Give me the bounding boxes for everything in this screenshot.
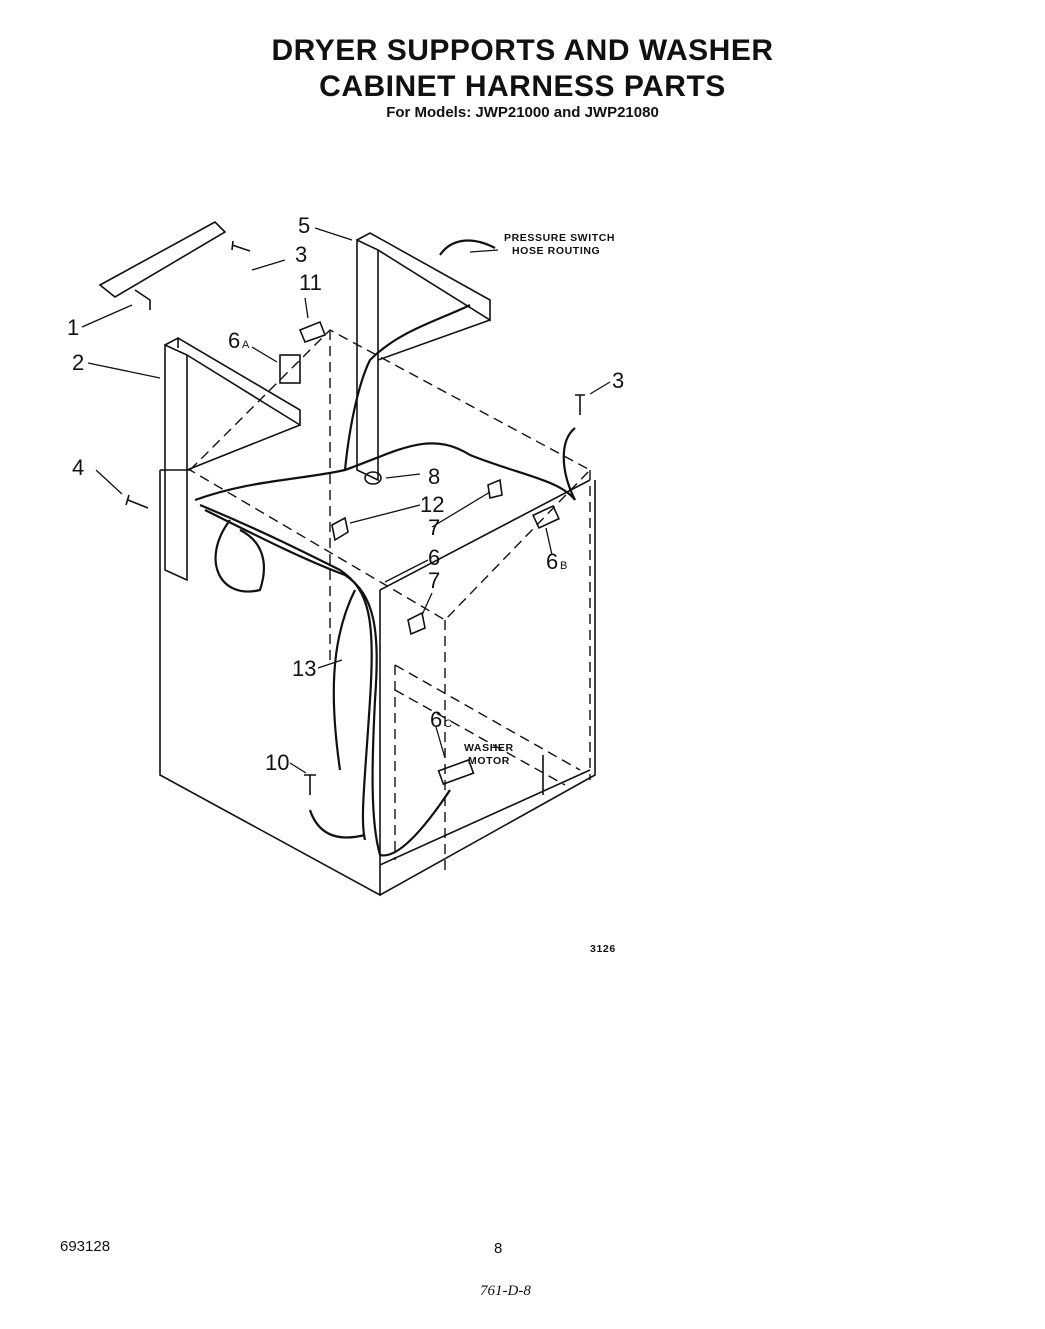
connector-6c-washer-motor xyxy=(437,758,475,786)
clip-8 xyxy=(364,471,382,485)
handwritten-note: 761-D-8 xyxy=(480,1283,531,1299)
callout-3-right: 3 xyxy=(612,368,624,393)
callout-numbers: 1 2 3 3 4 5 6 6 A 6 B 6 C 7 7 8 10 11 12… xyxy=(67,213,624,775)
clip-11 xyxy=(298,320,327,344)
callout-6b-suffix: B xyxy=(560,560,567,572)
note-pressure-switch-line1: PRESSURE SWITCH xyxy=(504,232,615,244)
connector-6b xyxy=(532,504,560,530)
document-number: 693128 xyxy=(60,1238,111,1255)
clip-7-upper xyxy=(487,478,503,499)
callout-6c: 6 xyxy=(430,707,442,732)
bracket-part-1 xyxy=(98,221,227,310)
callout-6: 6 xyxy=(428,545,440,570)
connector-6a xyxy=(279,354,301,384)
leader-lines xyxy=(81,227,611,774)
callout-5: 5 xyxy=(298,213,310,238)
callout-12: 12 xyxy=(420,492,444,517)
screw-4 xyxy=(125,494,149,509)
note-washer-motor-line2: MOTOR xyxy=(468,755,510,767)
clip-12 xyxy=(331,516,349,542)
callout-6a: 6 xyxy=(228,328,240,353)
screw-3-left xyxy=(231,240,251,252)
page-title-line2: CABINET HARNESS PARTS xyxy=(319,70,726,103)
callout-7-lower: 7 xyxy=(428,568,440,593)
figure-number: 3126 xyxy=(590,943,616,955)
clip-7-lower xyxy=(407,611,426,636)
callout-6c-suffix: C xyxy=(444,718,452,730)
callout-6a-suffix: A xyxy=(242,339,250,351)
callout-6b: 6 xyxy=(546,549,558,574)
screw-3-right xyxy=(575,394,585,415)
screw-10 xyxy=(304,774,316,795)
dryer-support-left xyxy=(164,337,301,582)
note-pressure-switch-line2: HOSE ROUTING xyxy=(512,245,600,257)
callout-8: 8 xyxy=(428,464,440,489)
dryer-support-right xyxy=(356,232,491,482)
callout-11: 11 xyxy=(299,270,322,295)
callout-10: 10 xyxy=(265,750,289,775)
washer-cabinet-frame xyxy=(159,469,596,897)
callout-4: 4 xyxy=(72,455,84,480)
callout-3-left: 3 xyxy=(295,242,307,267)
callout-13: 13 xyxy=(292,656,316,681)
models-subtitle: For Models: JWP21000 and JWP21080 xyxy=(386,104,659,121)
wire-harness-main xyxy=(194,239,576,857)
callout-7-upper: 7 xyxy=(428,515,440,540)
callout-1: 1 xyxy=(67,315,79,340)
callout-2: 2 xyxy=(72,350,84,375)
note-washer-motor-line1: WASHER xyxy=(464,742,514,754)
page-number: 8 xyxy=(494,1240,503,1257)
page-title-line1: DRYER SUPPORTS AND WASHER xyxy=(271,34,774,67)
washer-cabinet-outline xyxy=(188,329,592,870)
